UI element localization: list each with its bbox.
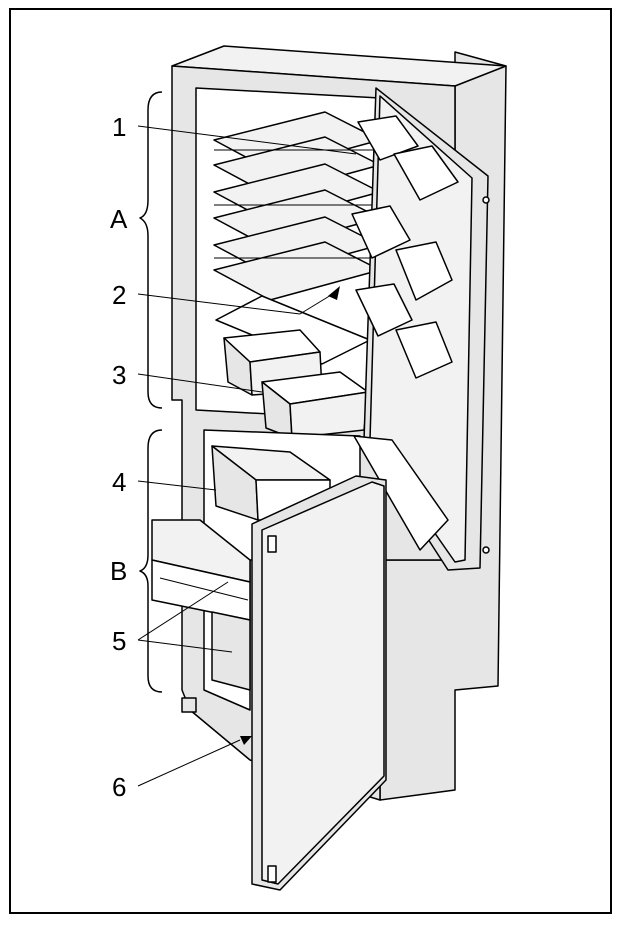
label-A: A xyxy=(110,204,128,234)
wire-shelves xyxy=(213,111,381,301)
label-B: B xyxy=(110,556,127,586)
vegetable-drawers xyxy=(223,329,369,439)
label-5: 5 xyxy=(112,626,126,656)
leader-lines xyxy=(137,125,357,787)
label-1: 1 xyxy=(112,112,126,142)
label-6: 6 xyxy=(112,772,126,802)
label-4: 4 xyxy=(112,467,126,497)
door-bins xyxy=(351,115,459,551)
label-3: 3 xyxy=(112,360,126,390)
freezer-drawers xyxy=(151,445,331,691)
hinges xyxy=(267,196,490,883)
label-2: 2 xyxy=(112,280,126,310)
brace-B xyxy=(139,429,163,693)
brace-A xyxy=(139,91,163,409)
cabinet-foot xyxy=(181,697,197,713)
